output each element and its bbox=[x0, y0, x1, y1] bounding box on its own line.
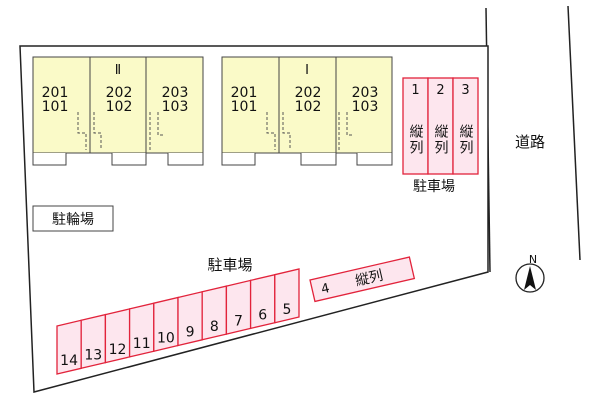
parking-space-number: 7 bbox=[234, 313, 243, 329]
parking-right: 1 2 3 縦列 縦列 縦列 駐車場 bbox=[402, 77, 479, 195]
bike-parking bbox=[32, 205, 114, 232]
building-2: Ⅱ 201 101 202 102 203 103 bbox=[32, 56, 204, 166]
compass-label: N bbox=[529, 253, 537, 266]
parking-space-number: 4 bbox=[320, 281, 331, 297]
unit-lower: 103 bbox=[352, 99, 379, 115]
building-name: Ⅰ bbox=[305, 63, 309, 78]
parking-space-number: 9 bbox=[186, 325, 195, 341]
parking-space bbox=[427, 77, 454, 175]
parking-space-number: 13 bbox=[84, 348, 102, 364]
unit-upper: 202 bbox=[106, 85, 133, 101]
parking-space-number: 14 bbox=[60, 353, 78, 369]
parking-space-note: 縦列 bbox=[408, 124, 424, 156]
building-1: Ⅰ 201 101 202 102 203 103 bbox=[221, 56, 393, 166]
building-name: Ⅱ bbox=[115, 63, 121, 78]
unit-upper: 203 bbox=[162, 85, 189, 101]
parking-space-number: 5 bbox=[282, 302, 291, 318]
parking-space-number: 3 bbox=[461, 83, 469, 98]
parking-space bbox=[309, 256, 416, 303]
parking-space-note: 縦列 bbox=[354, 268, 385, 290]
parking-space-number: 1 bbox=[411, 83, 419, 98]
compass: N bbox=[515, 253, 545, 293]
road-label: 道路 bbox=[515, 133, 545, 151]
parking-space-number: 10 bbox=[157, 330, 175, 346]
building-body bbox=[32, 56, 204, 154]
parking-space-number: 2 bbox=[436, 83, 444, 98]
parking-space-4: 4 縦列 bbox=[309, 256, 416, 303]
unit-upper: 201 bbox=[42, 85, 69, 101]
parking-space-number: 11 bbox=[133, 336, 151, 352]
parking-space bbox=[274, 268, 300, 324]
parking-right-label: 駐車場 bbox=[413, 178, 455, 195]
parking-space-note: 縦列 bbox=[458, 124, 474, 156]
unit-upper: 203 bbox=[352, 85, 379, 101]
parking-space-number: 6 bbox=[258, 308, 267, 324]
parking-space-number: 12 bbox=[109, 342, 127, 358]
parking-space-note: 縦列 bbox=[433, 124, 449, 156]
unit-upper: 202 bbox=[295, 85, 322, 101]
road-line-right bbox=[567, 5, 581, 261]
unit-lower: 102 bbox=[106, 99, 133, 115]
bike-parking-label: 駐輪場 bbox=[52, 211, 94, 228]
building-body bbox=[221, 56, 393, 154]
parking-space bbox=[452, 77, 479, 175]
unit-lower: 101 bbox=[231, 99, 258, 115]
unit-upper: 201 bbox=[231, 85, 258, 101]
unit-lower: 102 bbox=[295, 99, 322, 115]
parking-bottom-label: 駐車場 bbox=[207, 256, 252, 274]
unit-lower: 103 bbox=[162, 99, 189, 115]
parking-space bbox=[402, 77, 429, 175]
unit-lower: 101 bbox=[42, 99, 69, 115]
parking-space-number: 8 bbox=[210, 319, 219, 335]
